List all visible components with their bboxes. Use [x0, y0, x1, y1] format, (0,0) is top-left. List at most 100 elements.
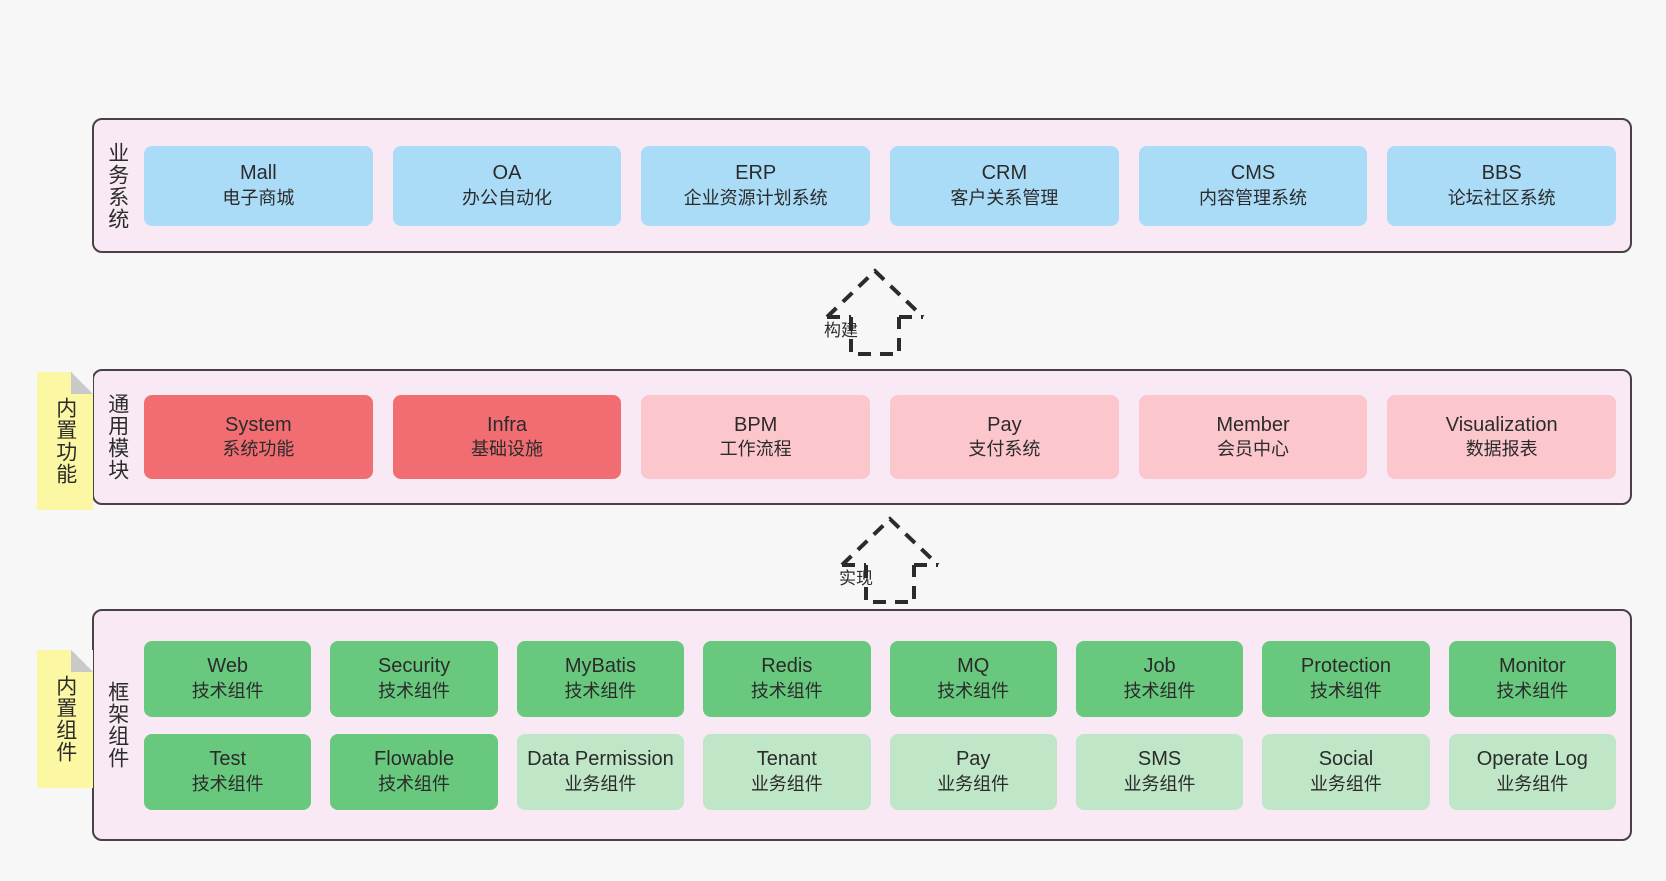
component-card-social[interactable]: Social 业务组件	[1262, 733, 1430, 810]
connector-label-build: 构建	[824, 321, 858, 340]
component-name: Flowable	[374, 748, 455, 771]
module-name: Member	[1216, 413, 1290, 436]
component-desc: 业务组件	[750, 773, 823, 794]
module-card-bpm[interactable]: BPM 工作流程	[641, 395, 871, 479]
module-card-bbs[interactable]: BBS 论坛社区系统	[1387, 145, 1617, 226]
module-card-cms[interactable]: CMS 内容管理系统	[1138, 145, 1368, 226]
module-name: Pay	[987, 413, 1022, 436]
component-desc: 技术组件	[750, 680, 823, 701]
component-card-operate-log[interactable]: Operate Log 业务组件	[1448, 733, 1616, 810]
module-desc: 电子商城	[222, 187, 295, 208]
module-desc: 系统功能	[222, 439, 295, 460]
component-name: Test	[209, 748, 247, 771]
sticky-note-label: 内置组件	[53, 675, 77, 763]
layer-business-systems: 业务系统 Mall 电子商城 OA 办公自动化 ERP 企业资源计划系统 CRM…	[92, 118, 1632, 253]
framework-row-technical: Web 技术组件 Security 技术组件 MyBatis 技术组件 Redi…	[144, 640, 1616, 717]
component-name: Operate Log	[1476, 748, 1588, 771]
component-desc: 业务组件	[1496, 773, 1569, 794]
module-name: CMS	[1230, 162, 1276, 185]
component-name: SMS	[1137, 748, 1182, 771]
sticky-note-builtin-features: 内置功能	[37, 372, 93, 510]
component-desc: 技术组件	[378, 773, 451, 794]
framework-row-business: Test 技术组件 Flowable 技术组件 Data Permission …	[144, 733, 1616, 810]
module-name: BPM	[734, 413, 778, 436]
layer-body-common-modules: System 系统功能 Infra 基础设施 BPM 工作流程 Pay 支付系统…	[140, 371, 1630, 503]
module-card-mall[interactable]: Mall 电子商城	[144, 145, 373, 226]
module-name: System	[224, 413, 292, 436]
module-desc: 工作流程	[719, 439, 792, 460]
module-name: CRM	[981, 162, 1028, 185]
connector-build: 构建	[800, 265, 950, 356]
module-card-visualization[interactable]: Visualization 数据报表	[1387, 395, 1617, 479]
module-card-system[interactable]: System 系统功能	[144, 395, 373, 479]
component-card-protection[interactable]: Protection 技术组件	[1262, 640, 1430, 717]
component-card-redis[interactable]: Redis 技术组件	[703, 640, 871, 717]
module-card-oa[interactable]: OA 办公自动化	[392, 145, 622, 226]
module-desc: 办公自动化	[462, 187, 552, 208]
component-name: Job	[1143, 655, 1176, 678]
module-card-pay[interactable]: Pay 支付系统	[890, 395, 1119, 479]
component-name: Redis	[761, 655, 813, 678]
component-card-flowable[interactable]: Flowable 技术组件	[330, 733, 498, 810]
component-desc: 技术组件	[378, 680, 451, 701]
module-card-erp[interactable]: ERP 企业资源计划系统	[641, 145, 871, 226]
component-name: Security	[377, 655, 451, 678]
component-name: Data Permission	[527, 748, 674, 771]
connector-implement: 实现	[815, 513, 965, 604]
layer-title-common-modules: 通用模块	[105, 393, 129, 481]
module-desc: 数据报表	[1465, 439, 1538, 460]
component-desc: 技术组件	[937, 680, 1010, 701]
module-desc: 论坛社区系统	[1447, 187, 1556, 208]
component-desc: 业务组件	[564, 773, 637, 794]
component-card-mq[interactable]: MQ 技术组件	[889, 640, 1057, 717]
component-card-security[interactable]: Security 技术组件	[330, 640, 498, 717]
component-desc: 技术组件	[564, 680, 637, 701]
module-desc: 基础设施	[471, 439, 543, 460]
module-desc: 会员中心	[1217, 439, 1290, 460]
sticky-note-builtin-components: 内置组件	[37, 650, 93, 788]
component-card-mybatis[interactable]: MyBatis 技术组件	[516, 640, 685, 717]
component-name: Pay	[955, 748, 991, 771]
component-card-pay[interactable]: Pay 业务组件	[889, 733, 1057, 810]
component-card-web[interactable]: Web 技术组件	[144, 640, 312, 717]
component-desc: 业务组件	[1309, 773, 1382, 794]
module-name: BBS	[1481, 162, 1522, 185]
component-card-test[interactable]: Test 技术组件	[144, 733, 312, 810]
layer-body-framework-components: Web 技术组件 Security 技术组件 MyBatis 技术组件 Redi…	[140, 611, 1630, 839]
component-name: Tenant	[756, 748, 817, 771]
component-name: MyBatis	[564, 655, 636, 678]
component-name: Monitor	[1498, 655, 1566, 678]
component-desc: 业务组件	[937, 773, 1010, 794]
module-name: Mall	[240, 162, 277, 185]
component-card-monitor[interactable]: Monitor 技术组件	[1448, 640, 1616, 717]
component-card-tenant[interactable]: Tenant 业务组件	[703, 733, 871, 810]
component-name: Protection	[1300, 655, 1391, 678]
layer-common-modules: 通用模块 System 系统功能 Infra 基础设施 BPM 工作流程 Pay…	[92, 369, 1632, 505]
module-card-crm[interactable]: CRM 客户关系管理	[890, 145, 1119, 226]
module-card-infra[interactable]: Infra 基础设施	[392, 395, 622, 479]
module-card-member[interactable]: Member 会员中心	[1138, 395, 1368, 479]
module-name: Infra	[486, 413, 528, 436]
layer-title-framework-components: 框架组件	[105, 681, 129, 769]
module-desc: 客户关系管理	[950, 187, 1059, 208]
module-desc: 企业资源计划系统	[683, 187, 828, 208]
component-name: MQ	[957, 655, 990, 678]
layer-title-business-systems: 业务系统	[105, 141, 129, 230]
component-desc: 技术组件	[1123, 680, 1196, 701]
component-card-data-permission[interactable]: Data Permission 业务组件	[516, 733, 685, 810]
component-card-sms[interactable]: SMS 业务组件	[1075, 733, 1244, 810]
layer-framework-components: 框架组件 Web 技术组件 Security 技术组件 MyBatis 技术组件…	[92, 609, 1632, 841]
layer-body-business-systems: Mall 电子商城 OA 办公自动化 ERP 企业资源计划系统 CRM 客户关系…	[140, 120, 1630, 251]
component-desc: 技术组件	[1496, 680, 1569, 701]
module-name: OA	[492, 162, 522, 185]
component-name: Social	[1318, 748, 1374, 771]
module-desc: 内容管理系统	[1199, 187, 1308, 208]
component-card-job[interactable]: Job 技术组件	[1075, 640, 1244, 717]
connector-label-implement: 实现	[839, 569, 873, 588]
sticky-note-label: 内置功能	[53, 397, 77, 485]
component-name: Web	[207, 655, 249, 678]
component-desc: 业务组件	[1123, 773, 1196, 794]
module-desc: 支付系统	[968, 439, 1041, 460]
module-name: Visualization	[1445, 413, 1558, 436]
